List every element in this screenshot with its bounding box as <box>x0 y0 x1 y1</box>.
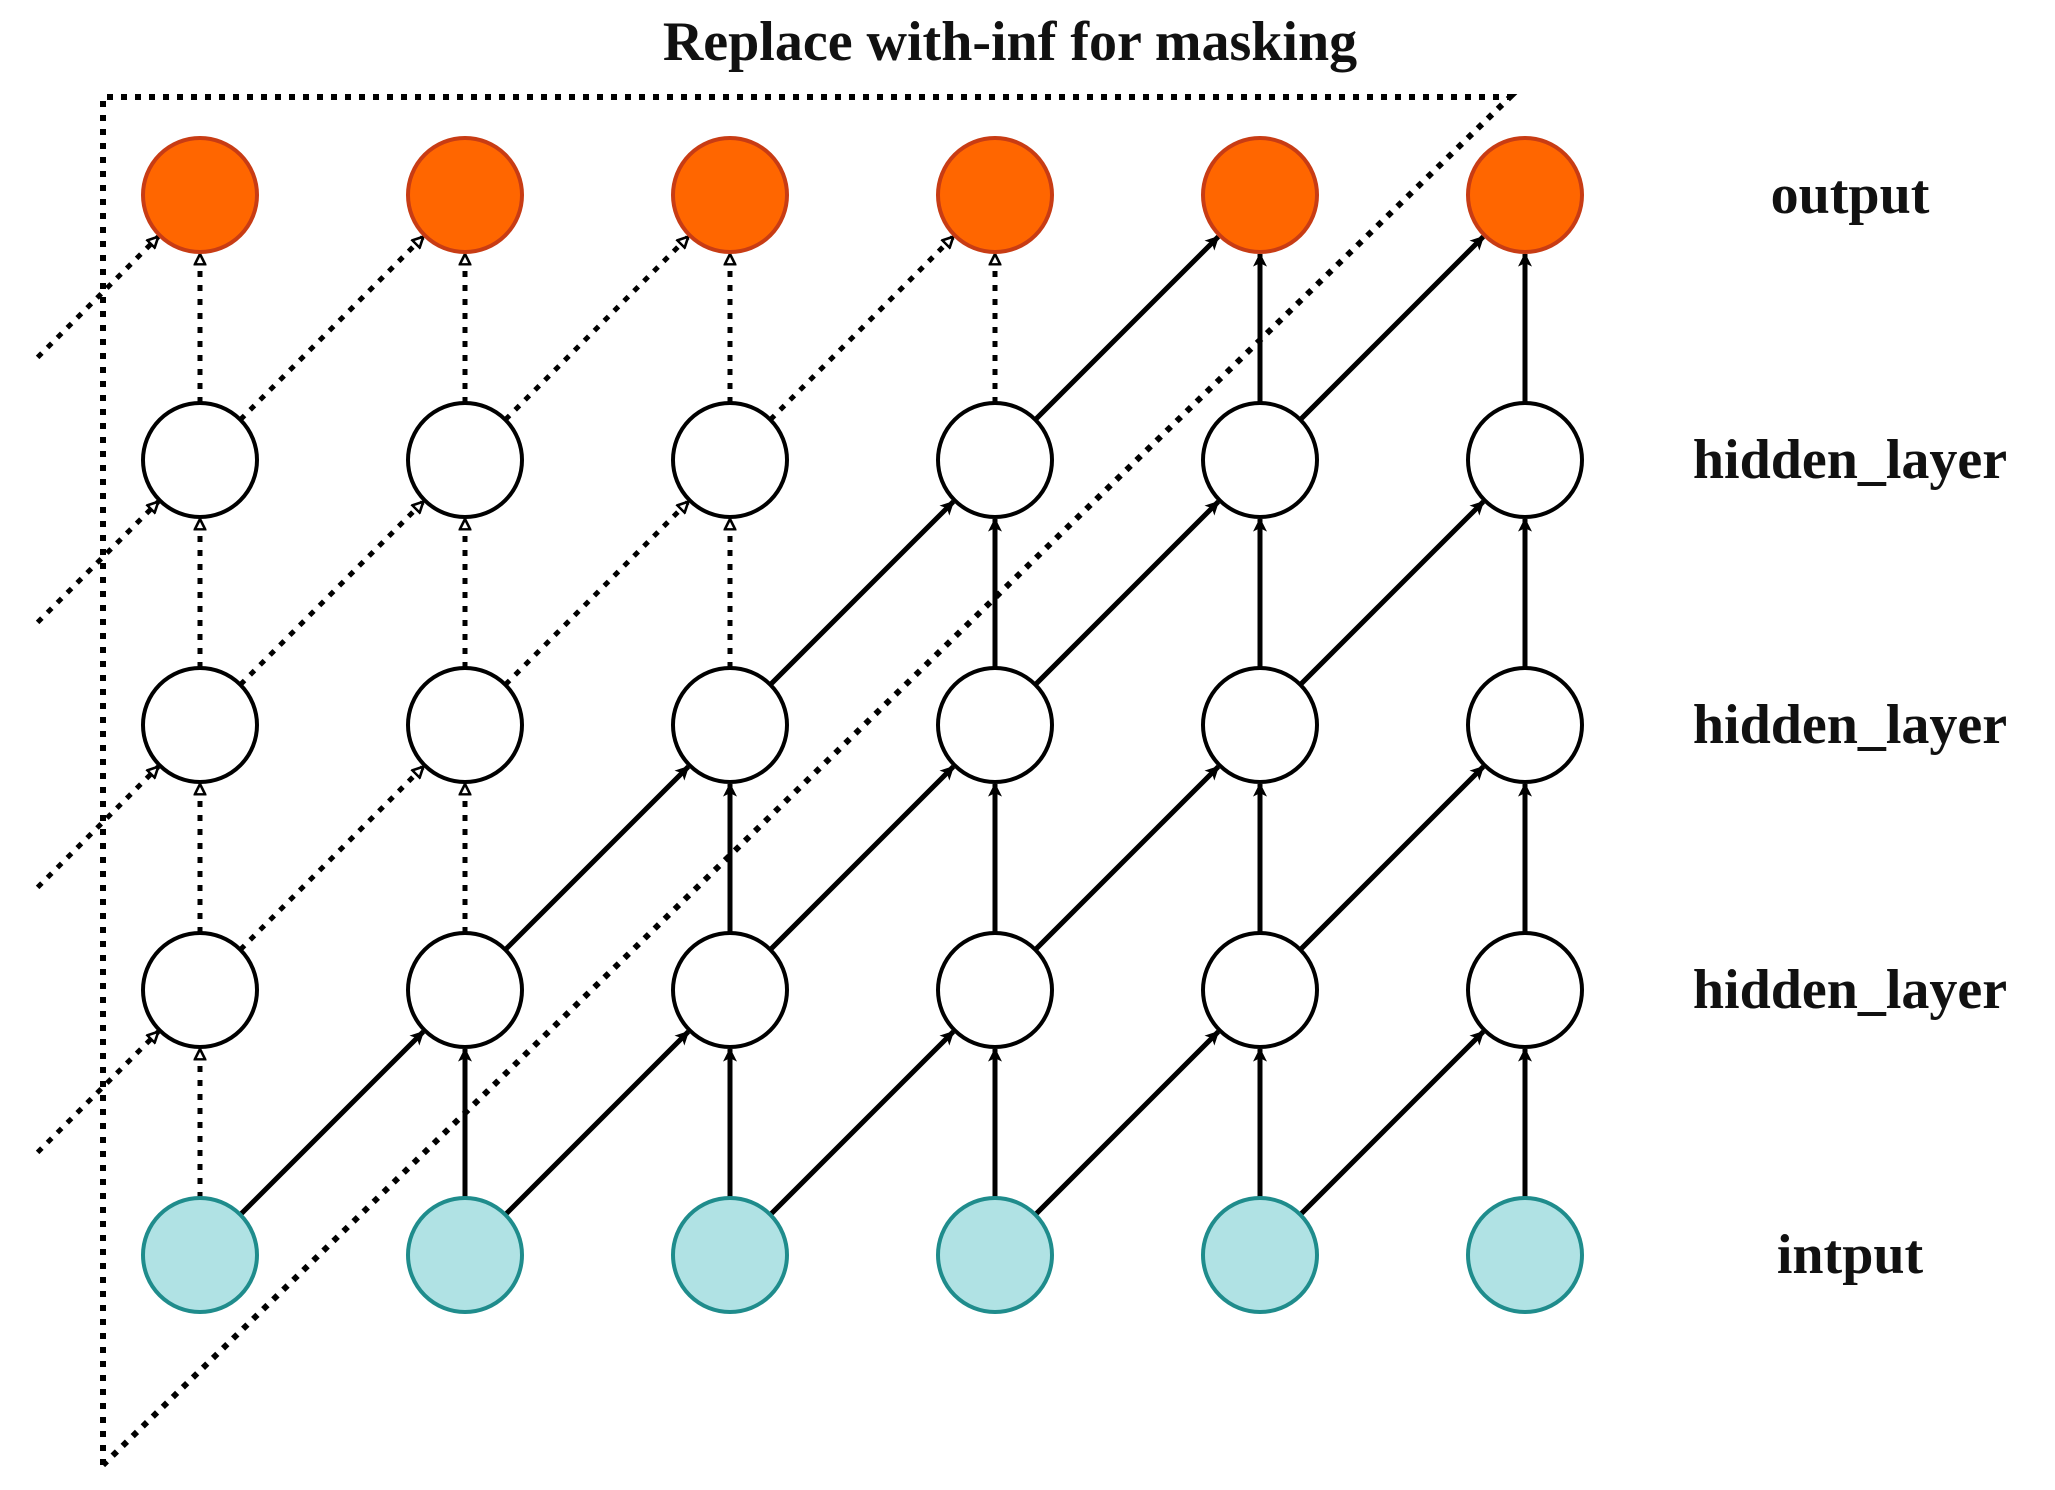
nodes-layer <box>141 136 1584 1314</box>
row-label-input: intput <box>1777 1224 1924 1286</box>
hidden-node <box>671 931 789 1049</box>
output-node <box>141 136 259 254</box>
output-node <box>1201 136 1319 254</box>
active-diagonal-edge <box>1033 1029 1221 1217</box>
input-node <box>671 1196 789 1314</box>
hidden-node <box>936 401 1054 519</box>
output-node <box>936 136 1054 254</box>
active-diagonal-edge <box>768 499 956 687</box>
input-node <box>141 1196 259 1314</box>
active-diagonal-edge <box>768 764 956 952</box>
edges-layer <box>35 234 1532 1217</box>
hidden-node <box>141 931 259 1049</box>
input-node <box>936 1196 1054 1314</box>
row-label-output: output <box>1771 164 1930 226</box>
mask-region-border <box>100 94 1518 1468</box>
active-diagonal-edge <box>1033 764 1221 952</box>
hidden-node <box>141 401 259 519</box>
masked-diagonal-edge <box>503 502 688 687</box>
active-diagonal-edge <box>1033 234 1221 422</box>
masked-diagonal-edge <box>238 237 423 422</box>
hidden-node <box>406 931 524 1049</box>
active-diagonal-edge <box>1298 499 1486 687</box>
active-diagonal-edge <box>1033 499 1221 687</box>
hidden-node <box>936 931 1054 1049</box>
output-node <box>671 136 789 254</box>
active-diagonal-edge <box>1298 1029 1486 1217</box>
masked-diagonal-edge <box>238 767 423 952</box>
hidden-node <box>1201 666 1319 784</box>
masked-diagonal-edge <box>768 237 953 422</box>
hidden-node <box>671 401 789 519</box>
hidden-node <box>406 401 524 519</box>
hidden-node <box>1201 931 1319 1049</box>
active-diagonal-edge <box>503 1029 691 1217</box>
hidden-node <box>1466 401 1584 519</box>
active-diagonal-edge <box>1298 764 1486 952</box>
diagram-title: Replace with-inf for masking <box>663 11 1357 73</box>
active-diagonal-edge <box>238 1029 426 1217</box>
hidden-node <box>936 666 1054 784</box>
output-node <box>406 136 524 254</box>
hidden-node <box>1466 931 1584 1049</box>
input-node <box>1201 1196 1319 1314</box>
output-node <box>1466 136 1584 254</box>
masked-diagonal-edge <box>35 502 159 625</box>
input-node <box>406 1196 524 1314</box>
active-diagonal-edge <box>503 764 691 952</box>
row-label-hidden-layer-3: hidden_layer <box>1693 429 2007 491</box>
input-node <box>1466 1196 1584 1314</box>
hidden-node <box>1201 401 1319 519</box>
masked-diagonal-edge <box>35 767 159 890</box>
active-diagonal-edge <box>768 1029 956 1217</box>
row-label-hidden-layer-1: hidden_layer <box>1693 959 2007 1021</box>
masked-diagonal-edge <box>35 237 159 360</box>
masked-diagonal-edge <box>35 1032 159 1155</box>
row-label-hidden-layer-2: hidden_layer <box>1693 694 2007 756</box>
masked-diagonal-edge <box>238 502 423 687</box>
hidden-node <box>1466 666 1584 784</box>
hidden-node <box>671 666 789 784</box>
active-diagonal-edge <box>1298 234 1486 422</box>
hidden-node <box>406 666 524 784</box>
hidden-node <box>141 666 259 784</box>
masked-diagonal-edge <box>503 237 688 422</box>
